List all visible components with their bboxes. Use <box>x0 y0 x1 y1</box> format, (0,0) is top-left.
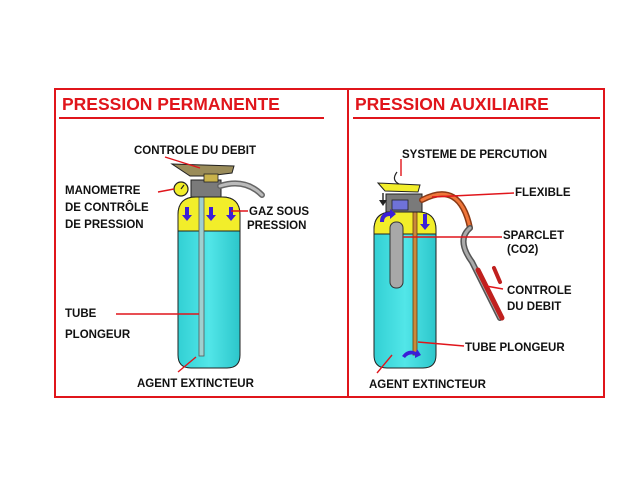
pressure-arrows-left <box>182 207 236 221</box>
extinguisher-permanent <box>116 156 265 373</box>
panel-divider <box>347 88 349 398</box>
co2-cartridge <box>389 221 404 289</box>
title-underline-left <box>59 117 324 119</box>
pressure-arrows-right <box>380 209 430 358</box>
label-gaz-sous: GAZ SOUS <box>249 206 310 218</box>
leader-lines-left <box>116 156 248 373</box>
dip-tube-right <box>412 204 418 356</box>
label-pression: PRESSION <box>247 220 307 232</box>
label-controle-du-debit: CONTROLE DU DEBIT <box>134 145 257 157</box>
title-underline-right <box>353 117 600 119</box>
title-pression-auxiliaire: PRESSION AUXILIAIRE <box>355 94 549 114</box>
label-flexible: FLEXIBLE <box>515 187 571 199</box>
label-de-controle: DE CONTRÔLE <box>65 202 149 214</box>
label-manometre: MANOMETRE <box>65 185 141 197</box>
handle-left <box>170 163 235 177</box>
title-pression-permanente: PRESSION PERMANENTE <box>62 94 280 114</box>
label-agent-extincteur-left: AGENT EXTINCTEUR <box>137 378 254 390</box>
label-tube-plongeur: TUBE PLONGEUR <box>465 342 565 354</box>
label-co2: (CO2) <box>507 244 539 256</box>
extinguisher-body-right <box>373 211 437 369</box>
label-de-pression: DE PRESSION <box>65 219 144 231</box>
label-agent-extincteur-right: AGENT EXTINCTEUR <box>369 379 486 391</box>
dip-tube-left <box>198 189 205 357</box>
leader-lines-right <box>376 159 515 374</box>
label-tube: TUBE <box>65 308 97 320</box>
label-controle: CONTROLE <box>507 285 572 297</box>
extinguisher-auxiliaire <box>373 159 515 374</box>
label-plongeur: PLONGEUR <box>65 329 131 341</box>
label-du-debit: DU DEBIT <box>507 301 562 313</box>
striker-lever <box>376 182 421 193</box>
diagram-frame <box>54 88 605 398</box>
valve-head-left <box>190 179 222 198</box>
label-sparclet: SPARCLET <box>503 230 565 242</box>
label-systeme-de-percution: SYSTEME DE PERCUTION <box>402 149 548 161</box>
